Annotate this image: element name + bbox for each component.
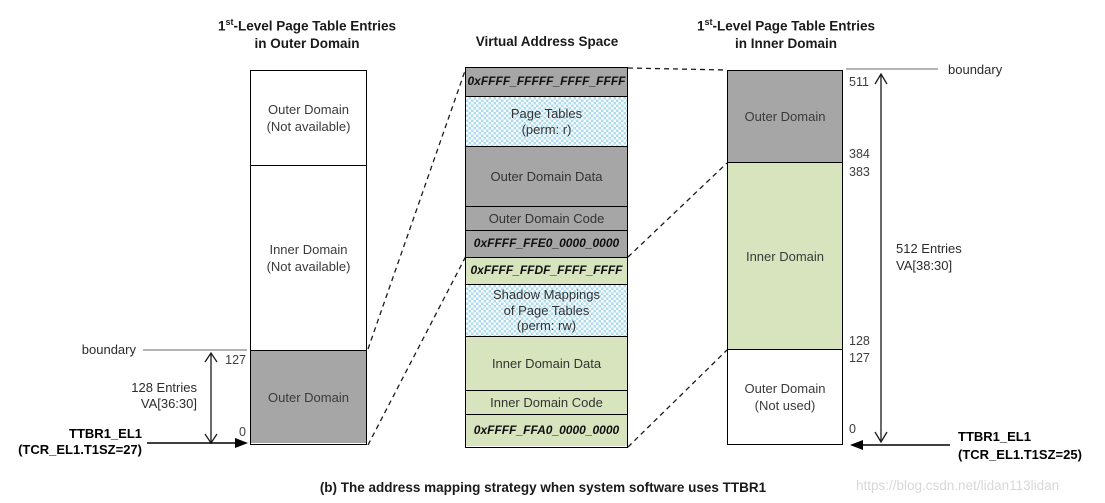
vas-row-addr-ffdf: 0xFFFF_FFDF_FFFF_FFFF	[466, 258, 627, 285]
outer-domain-page-table-column: Outer Domain(Not available) Inner Domain…	[250, 70, 367, 445]
vas-row-addr-top: 0xFFFF_FFFFF_FFFF_FFFF	[466, 68, 627, 97]
right-entries-arrow	[874, 72, 888, 444]
left-index-127: 127	[225, 353, 246, 367]
left-section-outer-not-available: Outer Domain(Not available)	[251, 71, 366, 166]
vas-column-header: Virtual Address Space	[475, 34, 619, 49]
vas-row-outer-domain-data: Outer Domain Data	[466, 147, 627, 207]
right-index-0: 0	[849, 422, 856, 436]
left-section-outer-domain: Outer Domain	[251, 351, 366, 443]
left-entries-arrow	[204, 351, 218, 445]
left-index-0: 0	[239, 425, 246, 439]
vas-row-addr-ffe0: 0xFFFF_FFE0_0000_0000	[466, 231, 627, 258]
right-index-511: 511	[849, 75, 869, 89]
watermark: https://blog.csdn.net/lidan113lidan	[856, 478, 1060, 493]
right-column-header: 1st-Level Page Table Entries in Inner Do…	[656, 14, 916, 52]
ttbr1-right-arrow	[850, 440, 950, 450]
ttbr1-left-label: TTBR1_EL1(TCR_EL1.T1SZ=27)	[18, 426, 142, 457]
vas-row-outer-domain-code: Outer Domain Code	[466, 207, 627, 231]
vas-row-page-tables: Page Tables(perm: r)	[466, 97, 627, 147]
vas-row-inner-domain-code: Inner Domain Code	[466, 391, 627, 415]
virtual-address-space-column: 0xFFFF_FFFFF_FFFF_FFFF Page Tables(perm:…	[465, 67, 628, 448]
right-boundary-label: boundary	[948, 62, 1003, 77]
vas-row-addr-ffa0: 0xFFFF_FFA0_0000_0000	[466, 415, 627, 446]
ttbr1-right-label: TTBR1_EL1(TCR_EL1.T1SZ=25)	[958, 429, 1082, 462]
ttbr1-left-arrow	[147, 438, 248, 448]
right-header-line1: 1st-Level Page Table Entries	[696, 17, 876, 34]
left-section-inner-not-available: Inner Domain(Not available)	[251, 166, 366, 351]
left-boundary-label: boundary	[81, 342, 136, 357]
figure-caption: (b) The address mapping strategy when sy…	[319, 480, 767, 495]
vas-row-inner-domain-data: Inner Domain Data	[466, 337, 627, 391]
right-index-127: 127	[849, 351, 870, 365]
left-header-line2: in Outer Domain	[254, 35, 360, 51]
right-section-outer-not-used: Outer Domain(Not used)	[728, 350, 842, 443]
right-header-line2: in Inner Domain	[734, 35, 837, 51]
right-index-383: 383	[849, 165, 870, 179]
left-header-line1: 1st-Level Page Table Entries	[217, 17, 397, 34]
right-index-384: 384	[849, 147, 870, 161]
left-column-header: 1st-Level Page Table Entries in Outer Do…	[177, 14, 437, 52]
right-section-outer-domain: Outer Domain	[728, 71, 842, 163]
right-section-inner-domain: Inner Domain	[728, 163, 842, 350]
right-index-128: 128	[849, 334, 870, 348]
inner-domain-page-table-column: Outer Domain Inner Domain Outer Domain(N…	[727, 70, 843, 445]
